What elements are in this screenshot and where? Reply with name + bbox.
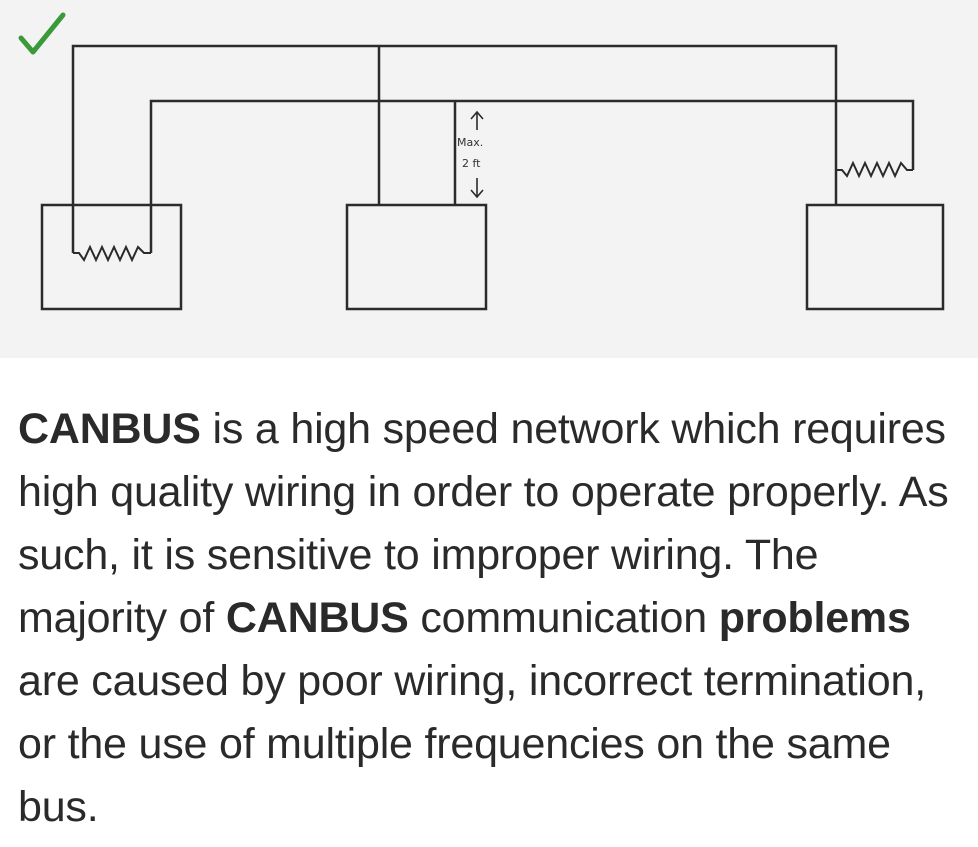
node-box-middle xyxy=(345,203,488,311)
arrow-up-icon xyxy=(470,110,484,130)
bus-wire-inner xyxy=(149,99,915,253)
bus-wire-outer xyxy=(71,44,838,253)
arrow-down-icon xyxy=(470,178,484,199)
text-segment: is a high speed network which requires h… xyxy=(18,405,949,642)
canbus-term: CANBUS xyxy=(18,405,201,453)
node-box-right xyxy=(805,203,945,311)
canbus-term: CANBUS xyxy=(225,594,409,642)
node-box-left xyxy=(40,203,183,311)
canbus-wiring-diagram: Max. 2 ft xyxy=(18,12,945,311)
termination-resistor-left xyxy=(73,244,151,263)
termination-resistor-right xyxy=(836,160,913,179)
problems-term: problems xyxy=(718,594,911,642)
text-segment: communication xyxy=(408,594,719,642)
description-paragraph: CANBUS is a high speed network which req… xyxy=(18,398,968,839)
checkmark-icon xyxy=(18,12,66,55)
text-segment: are caused by poor wiring, incorrect ter… xyxy=(18,657,926,831)
max-length-label: Max. xyxy=(457,136,483,149)
diagram-panel: Max. 2 ft xyxy=(0,0,978,358)
max-length-value: 2 ft xyxy=(462,157,481,170)
